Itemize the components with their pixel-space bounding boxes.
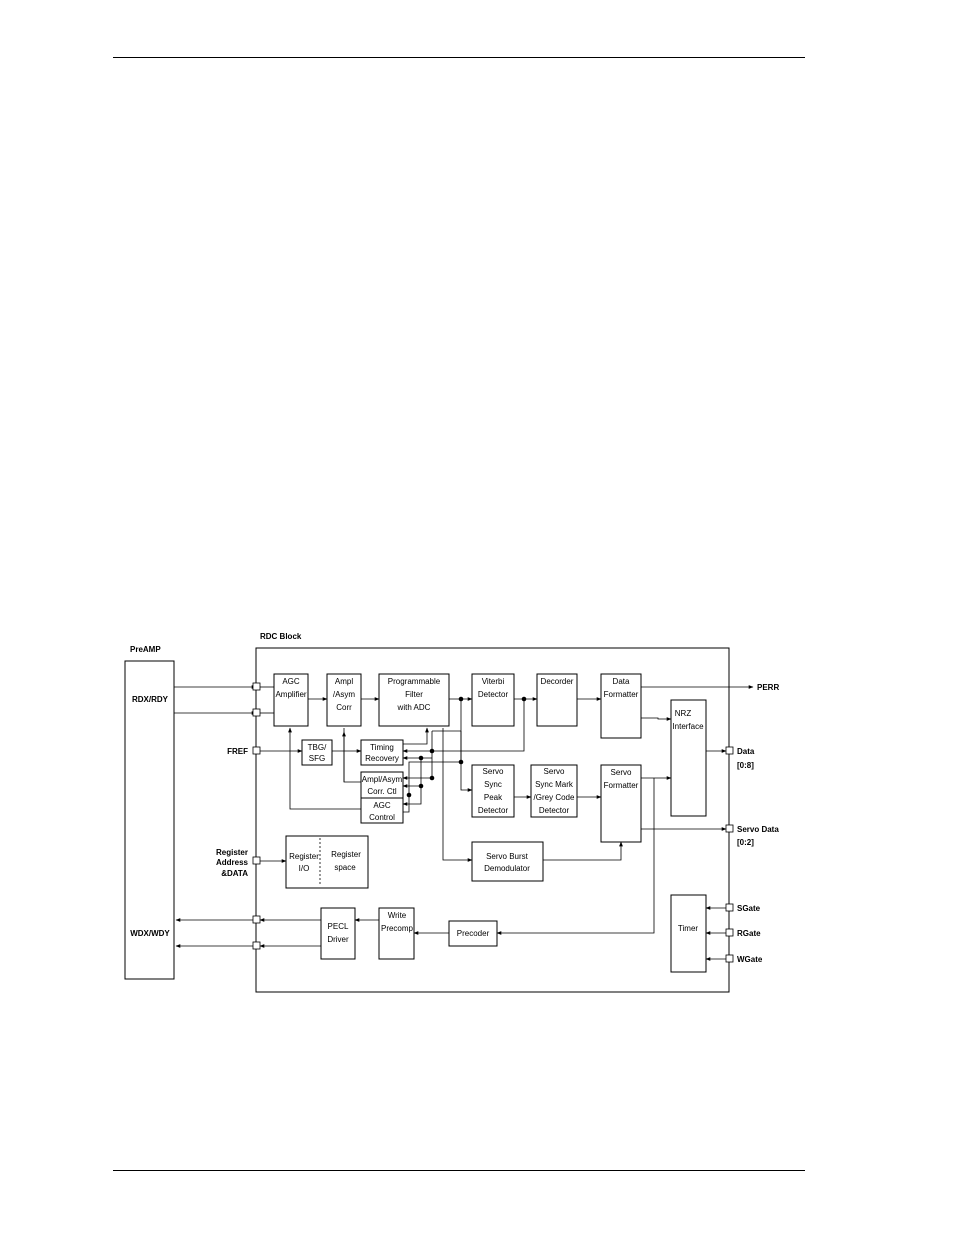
svg-text:Recovery: Recovery xyxy=(365,754,399,763)
data-label-1: Data xyxy=(737,747,755,756)
decorder-block: Decorder xyxy=(536,673,578,727)
svg-text:Detector: Detector xyxy=(478,690,509,699)
svg-text:Programmable: Programmable xyxy=(388,677,441,686)
wdx-label: WDX/WDY xyxy=(130,929,170,938)
svg-text:Precoder: Precoder xyxy=(457,929,490,938)
svg-text:Corr. Ctl: Corr. Ctl xyxy=(367,787,397,796)
svg-text:I/O: I/O xyxy=(299,864,310,873)
pecl-driver-block: PECL Driver xyxy=(320,907,356,960)
precoder-block: Precoder xyxy=(448,920,498,947)
svg-text:Amplifier: Amplifier xyxy=(275,690,306,699)
preamp-title: PreAMP xyxy=(130,645,161,654)
svg-text:Precomp: Precomp xyxy=(381,924,414,933)
wgate-label: WGate xyxy=(737,955,763,964)
svg-text:Write: Write xyxy=(388,911,407,920)
svg-text:Register: Register xyxy=(331,850,361,859)
ampl-corr-block: Ampl /Asym Corr xyxy=(326,673,362,727)
programmable-filter-block: Programmable Filter with ADC xyxy=(378,673,450,727)
svg-text:Timing: Timing xyxy=(370,743,394,752)
svg-text:Formatter: Formatter xyxy=(604,690,639,699)
rdx-label: RDX/RDY xyxy=(132,695,169,704)
svg-text:Data: Data xyxy=(613,677,630,686)
junction-dots xyxy=(406,696,527,798)
svg-text:Register: Register xyxy=(289,852,319,861)
servo-sync-mark-block: Servo Sync Mark /Grey Code Detector xyxy=(530,764,578,818)
svg-text:/Grey Code: /Grey Code xyxy=(534,793,575,802)
svg-text:Peak: Peak xyxy=(484,793,503,802)
write-precomp-block: Write Precomp xyxy=(378,907,415,960)
svg-text:PECL: PECL xyxy=(328,922,349,931)
svg-text:with ADC: with ADC xyxy=(397,703,431,712)
svg-text:Detector: Detector xyxy=(539,806,570,815)
signal-wires xyxy=(174,685,754,961)
svg-text:Sync Mark: Sync Mark xyxy=(535,780,574,789)
svg-text:Demodulator: Demodulator xyxy=(484,864,530,873)
register-address-label-2: Address xyxy=(216,858,249,867)
data-formatter-block: Data Formatter xyxy=(600,673,642,739)
svg-text:Interface: Interface xyxy=(672,722,704,731)
header-rule xyxy=(113,57,805,58)
servo-sync-peak-block: Servo Sync Peak Detector xyxy=(471,764,515,818)
rdc-title: RDC Block xyxy=(260,632,302,641)
svg-text:Timer: Timer xyxy=(678,924,698,933)
servo-formatter-block: Servo Formatter xyxy=(600,764,642,843)
svg-text:AGC: AGC xyxy=(282,677,300,686)
svg-text:Corr: Corr xyxy=(336,703,352,712)
svg-text:Servo: Servo xyxy=(483,767,504,776)
svg-text:Servo: Servo xyxy=(544,767,565,776)
svg-text:AGC: AGC xyxy=(373,801,391,810)
servo-burst-block: Servo Burst Demodulator xyxy=(471,841,544,882)
viterbi-detector-block: Viterbi Detector xyxy=(471,673,515,727)
agc-control-block: AGC Control xyxy=(360,797,404,824)
svg-text:Sync: Sync xyxy=(484,780,502,789)
svg-text:space: space xyxy=(334,863,356,872)
register-address-label-1: Register xyxy=(216,848,248,857)
svg-text:/Asym: /Asym xyxy=(333,690,356,699)
servo-data-label-2: [0:2] xyxy=(737,838,754,847)
svg-text:NRZ: NRZ xyxy=(675,709,692,718)
svg-text:Servo Burst: Servo Burst xyxy=(486,852,529,861)
svg-text:Ampl: Ampl xyxy=(335,677,353,686)
perr-label: PERR xyxy=(757,683,779,692)
fref-label: FREF xyxy=(227,747,248,756)
rgate-label: RGate xyxy=(737,929,761,938)
agc-amplifier-block: AGC Amplifier xyxy=(273,673,309,727)
svg-text:Viterbi: Viterbi xyxy=(482,677,505,686)
register-block: Register I/O Register space xyxy=(285,835,369,889)
nrz-interface-block: NRZ Interface xyxy=(670,699,707,817)
footer-rule xyxy=(113,1170,805,1171)
svg-text:Ampl/Asym: Ampl/Asym xyxy=(362,775,403,784)
sgate-label: SGate xyxy=(737,904,761,913)
register-address-label-3: &DATA xyxy=(221,869,248,878)
svg-text:Filter: Filter xyxy=(405,690,423,699)
svg-text:Formatter: Formatter xyxy=(604,781,639,790)
data-label-2: [0:8] xyxy=(737,761,754,770)
svg-text:Control: Control xyxy=(369,813,395,822)
timing-recovery-block: Timing Recovery xyxy=(360,739,404,766)
svg-text:Decorder: Decorder xyxy=(541,677,574,686)
svg-text:TBG/: TBG/ xyxy=(308,743,327,752)
rdc-pins xyxy=(252,682,734,963)
servo-data-label-1: Servo Data xyxy=(737,825,779,834)
tbg-sfg-block: TBG/ SFG xyxy=(301,739,333,766)
preamp-box xyxy=(124,660,175,980)
svg-text:Detector: Detector xyxy=(478,806,509,815)
timer-block: Timer xyxy=(670,894,707,973)
svg-text:Servo: Servo xyxy=(611,768,632,777)
svg-text:SFG: SFG xyxy=(309,754,325,763)
svg-text:Driver: Driver xyxy=(327,935,349,944)
ampl-asym-ctl-block: Ampl/Asym Corr. Ctl xyxy=(360,771,404,799)
